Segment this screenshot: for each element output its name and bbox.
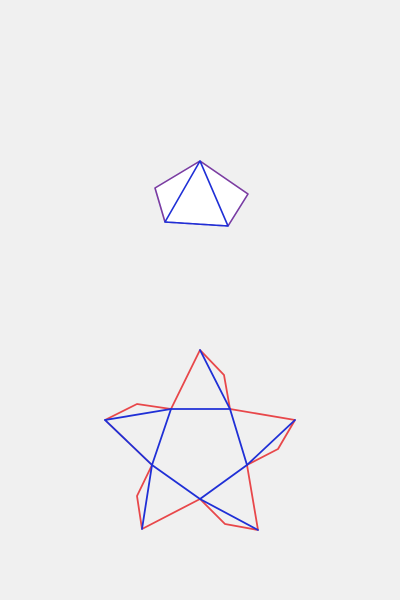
blue-spike-left-lower xyxy=(104,419,153,466)
star-red-outline xyxy=(104,349,296,531)
blue-spike-lower-left-inner xyxy=(151,464,201,500)
blue-pentagon-bottom-right xyxy=(199,464,248,500)
blue-spike-right xyxy=(246,419,296,466)
small-folded-pentagon xyxy=(154,160,249,227)
blue-spike-left xyxy=(104,408,172,421)
pentagon-inner-triangle xyxy=(164,160,229,227)
blue-pentagon-right xyxy=(229,408,248,466)
blue-pentagon-left xyxy=(151,408,172,466)
large-star-pattern xyxy=(104,349,296,531)
blue-spike-lower-right xyxy=(199,498,259,531)
star-blue-lines xyxy=(104,349,296,531)
blue-spike-lower-left xyxy=(141,464,153,530)
blue-spike-top-right xyxy=(199,349,231,410)
